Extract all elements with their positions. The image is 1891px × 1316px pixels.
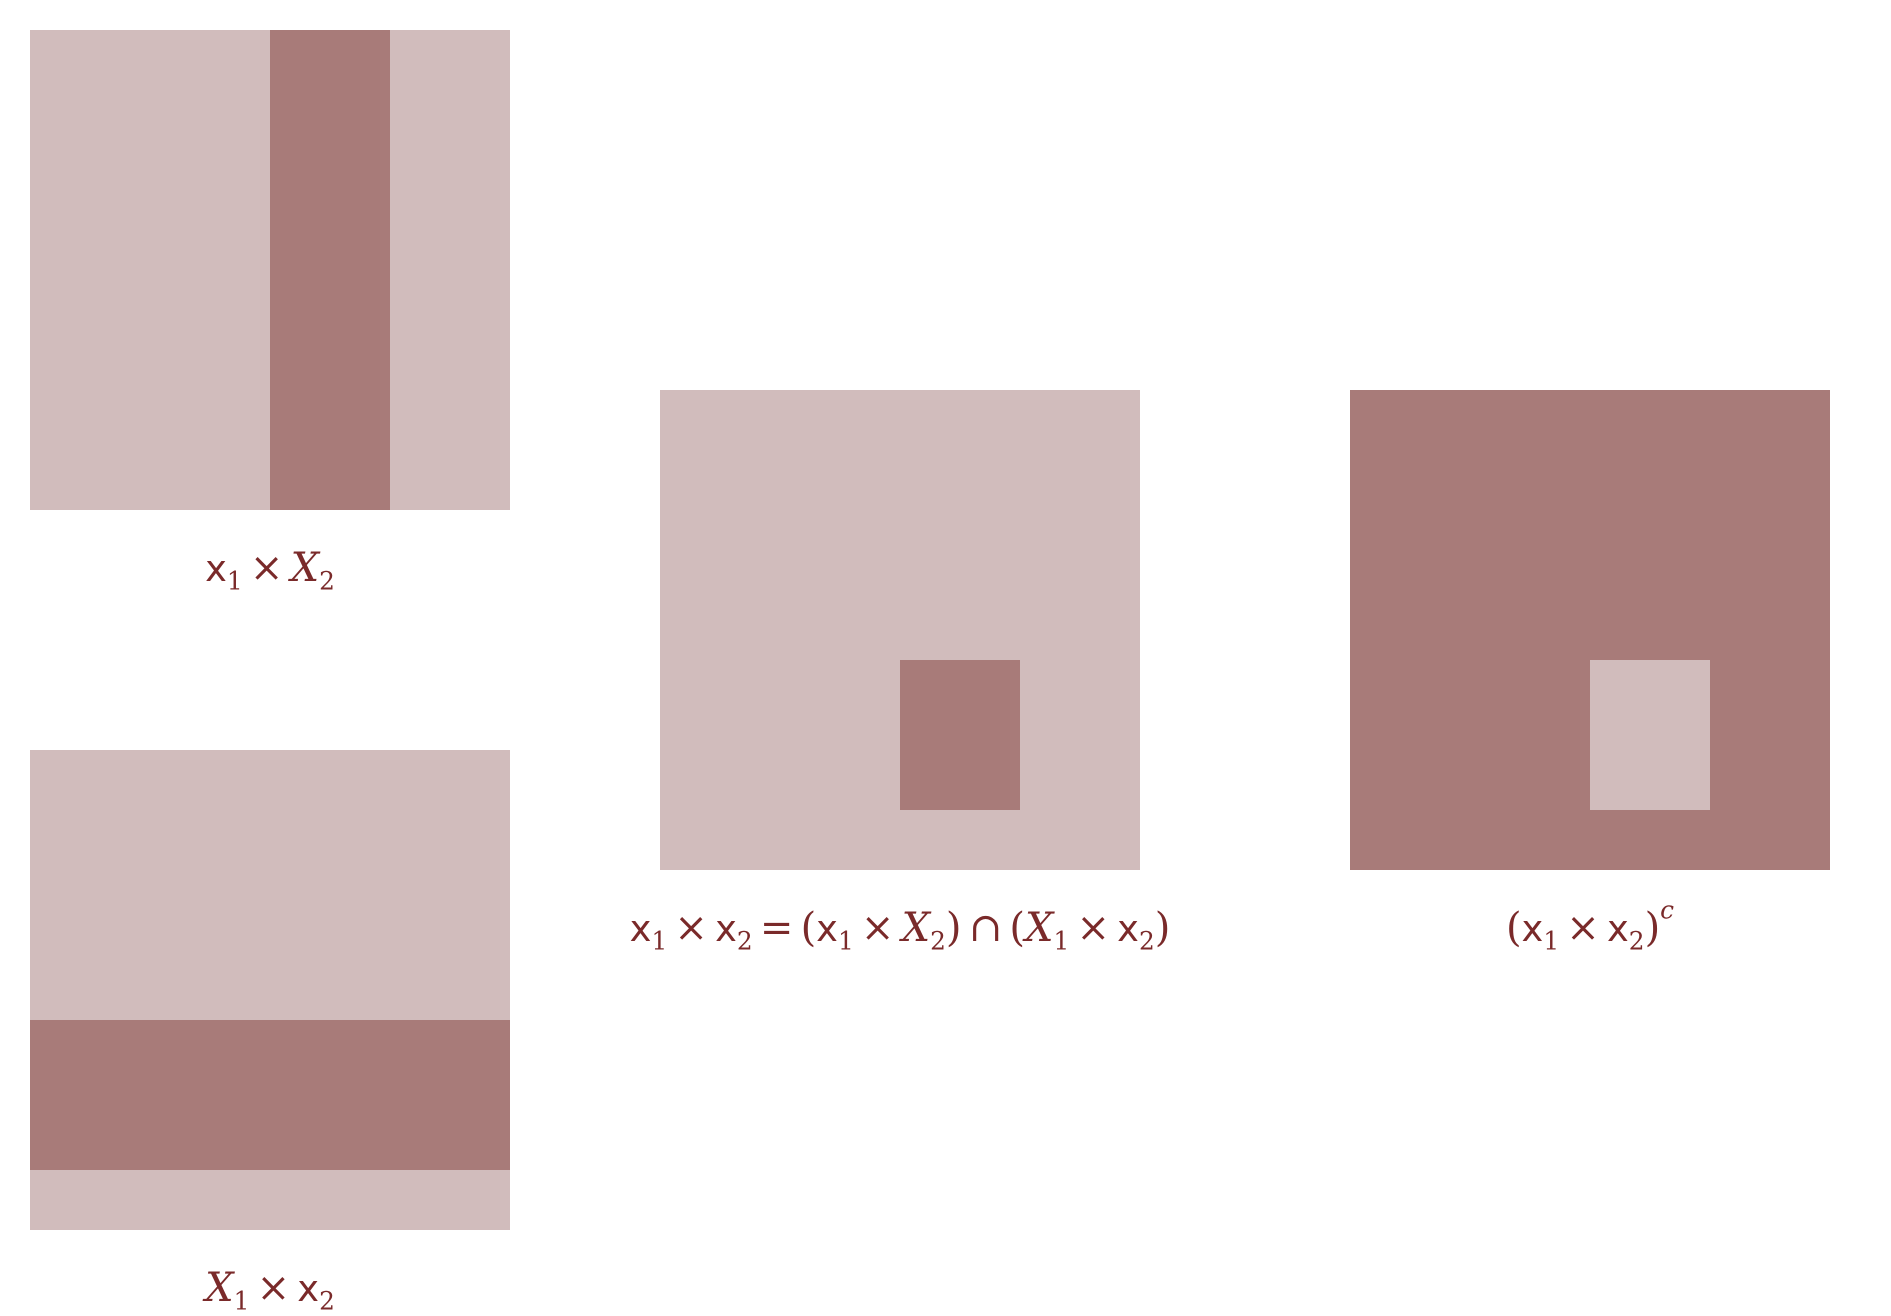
panel-intersection	[660, 390, 1140, 870]
caption-complement: (x1×x2)c	[1505, 895, 1675, 956]
panel-x1-times-X2	[30, 30, 510, 510]
caption-intersection: x1×x2=(x1×X2)∩(X1×x2)	[629, 905, 1171, 956]
panel-complement	[1350, 390, 1830, 870]
horizontal-strip	[30, 1020, 510, 1170]
excluded-rect	[1590, 660, 1710, 810]
intersection-rect	[900, 660, 1020, 810]
panel-X1-times-x2	[30, 750, 510, 1230]
caption-x1-times-X2: x1×X2	[205, 545, 335, 596]
vertical-strip	[270, 30, 390, 510]
caption-X1-times-x2: X1×x2	[205, 1265, 335, 1316]
